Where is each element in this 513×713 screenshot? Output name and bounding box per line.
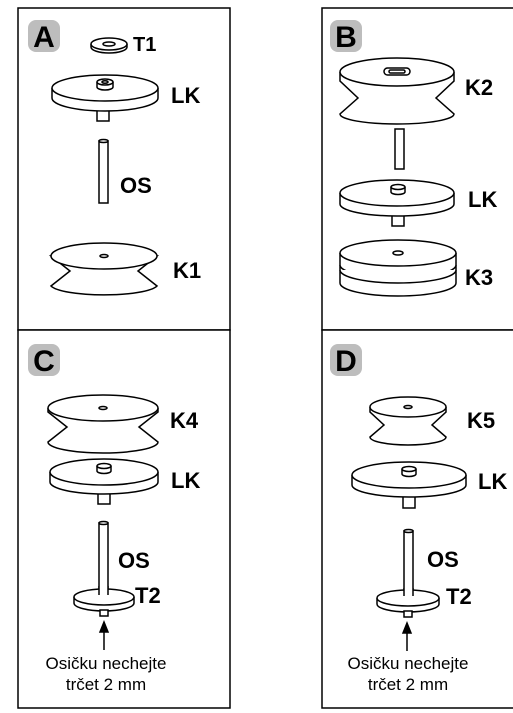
- part-lk-pulley-c: [49, 458, 159, 505]
- panel-b-badge-label: B: [335, 21, 357, 54]
- part-lk-pulley: [51, 74, 159, 122]
- part-t2-washer-c: [73, 586, 135, 617]
- part-t2-washer-d: [376, 588, 440, 618]
- part-k5-pulley: [369, 396, 447, 446]
- label-t1: T1: [133, 34, 156, 56]
- panel-a-badge-label: A: [33, 21, 55, 54]
- arrow-up-icon: [98, 619, 110, 650]
- label-lk-b: LK: [468, 187, 497, 212]
- label-os-d: OS: [427, 547, 459, 572]
- label-k1: K1: [173, 258, 201, 283]
- arrow-up-icon: [401, 620, 413, 651]
- label-k4: K4: [170, 408, 199, 433]
- panel-c-badge-label: C: [33, 345, 55, 378]
- part-os-axle: [98, 138, 109, 204]
- label-k2: K2: [465, 75, 493, 100]
- panel-d-frame: [321, 329, 513, 709]
- label-lk-d: LK: [478, 469, 507, 494]
- label-t2-d: T2: [446, 584, 472, 609]
- caption-d-line1: Osičku nechejte: [348, 654, 469, 673]
- caption-c-line2: trčet 2 mm: [66, 675, 146, 694]
- part-k3-pulley: [339, 239, 457, 297]
- label-lk-c: LK: [171, 468, 200, 493]
- label-t2-c: T2: [135, 583, 161, 608]
- panel-d-badge: D: [330, 344, 362, 378]
- part-lk-pulley-d: [351, 461, 467, 509]
- panel-d-badge-label: D: [335, 345, 357, 378]
- part-t1-washer: [90, 37, 128, 54]
- part-k4-pulley: [47, 394, 159, 454]
- label-k5: K5: [467, 408, 495, 433]
- part-os-axle-b: [394, 128, 405, 170]
- part-k2-pulley: [339, 57, 455, 125]
- panel-c-frame: [17, 329, 231, 709]
- panel-b-badge: B: [330, 20, 362, 54]
- label-os-c: OS: [118, 548, 150, 573]
- panel-c-badge: C: [28, 344, 60, 378]
- caption-c-line1: Osičku nechejte: [46, 654, 167, 673]
- label-k3: K3: [465, 265, 493, 290]
- part-k1-pulley: [48, 242, 160, 296]
- label-os-a: OS: [120, 173, 152, 198]
- panel-a-badge: A: [28, 20, 60, 54]
- part-lk-pulley-b: [339, 179, 455, 227]
- label-lk-a: LK: [171, 83, 200, 108]
- caption-d-line2: trčet 2 mm: [368, 675, 448, 694]
